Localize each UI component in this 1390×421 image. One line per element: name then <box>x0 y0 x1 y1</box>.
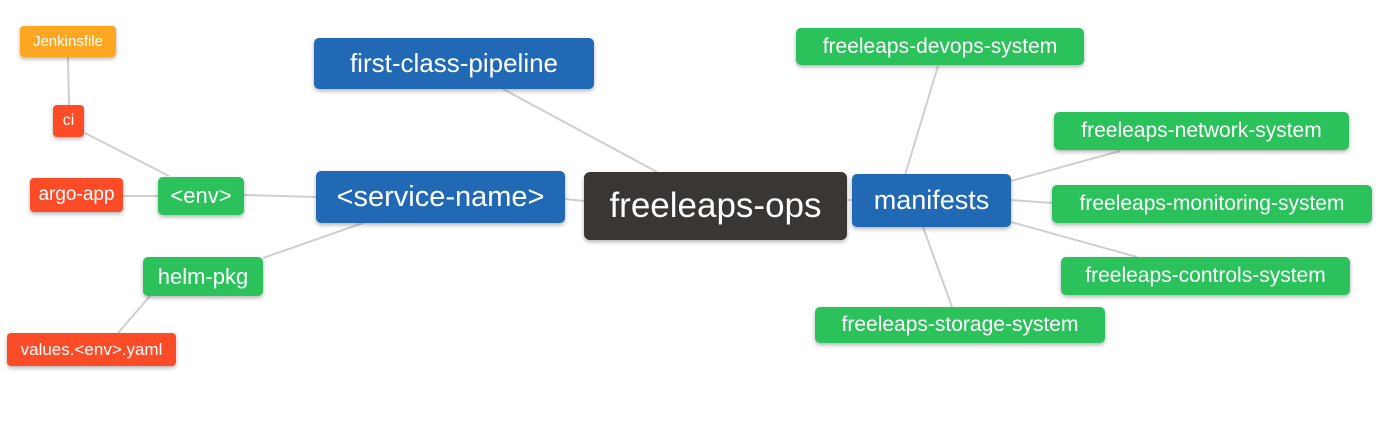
edge-env-service_name <box>243 194 317 198</box>
node-values-env-yaml-label: values.<env>.yaml <box>20 339 163 359</box>
node-helm-pkg-label: helm-pkg <box>157 263 249 289</box>
edge-helm_pkg-service_name <box>262 222 364 259</box>
node-first-class-pipeline-label: first-class-pipeline <box>349 48 559 78</box>
edge-jenkinsfile-ci <box>67 56 70 106</box>
edge-ci-env <box>84 132 170 177</box>
node-manifests-label: manifests <box>873 185 990 215</box>
node-jenkinsfile-label: Jenkinsfile <box>32 33 104 50</box>
node-ci-label: ci <box>62 112 75 129</box>
node-jenkinsfile[interactable]: Jenkinsfile <box>20 26 116 57</box>
node-freeleaps-network-system[interactable]: freeleaps-network-system <box>1054 112 1349 150</box>
node-ci[interactable]: ci <box>53 105 84 137</box>
node-argo-app-label: argo-app <box>38 184 115 205</box>
node-freeleaps-devops-system-label: freeleaps-devops-system <box>822 34 1058 58</box>
edge-manifests-devops_system <box>904 65 939 176</box>
node-manifests[interactable]: manifests <box>852 174 1011 227</box>
edge-values_env_yaml-helm_pkg <box>117 295 151 334</box>
node-freeleaps-ops-label: freeleaps-ops <box>609 186 822 225</box>
edge-manifests-network_system <box>1010 150 1121 182</box>
edge-manifests-controls_system <box>1010 221 1138 258</box>
node-service-name[interactable]: <service-name> <box>316 171 565 223</box>
node-freeleaps-devops-system[interactable]: freeleaps-devops-system <box>796 28 1084 65</box>
node-freeleaps-controls-system[interactable]: freeleaps-controls-system <box>1061 257 1350 295</box>
node-values-env-yaml[interactable]: values.<env>.yaml <box>7 333 176 366</box>
node-freeleaps-storage-system-label: freeleaps-storage-system <box>841 313 1079 336</box>
edge-manifests-monitoring_system <box>1010 199 1053 204</box>
edge-first_class_pipeline-freeleaps_ops <box>502 88 658 173</box>
node-env-label: <env> <box>170 183 232 208</box>
node-service-name-label: <service-name> <box>336 180 545 213</box>
node-env[interactable]: <env> <box>158 177 244 215</box>
node-freeleaps-storage-system[interactable]: freeleaps-storage-system <box>815 307 1105 343</box>
edge-manifests-storage_system <box>922 226 953 308</box>
node-freeleaps-network-system-label: freeleaps-network-system <box>1081 119 1322 142</box>
edge-service_name-freeleaps_ops <box>564 198 585 202</box>
node-argo-app[interactable]: argo-app <box>30 178 123 212</box>
node-first-class-pipeline[interactable]: first-class-pipeline <box>314 38 594 89</box>
node-freeleaps-ops-root[interactable]: freeleaps-ops <box>584 172 847 240</box>
node-freeleaps-monitoring-system-label: freeleaps-monitoring-system <box>1079 192 1345 215</box>
node-freeleaps-controls-system-label: freeleaps-controls-system <box>1085 264 1326 287</box>
node-helm-pkg[interactable]: helm-pkg <box>143 257 263 296</box>
node-freeleaps-monitoring-system[interactable]: freeleaps-monitoring-system <box>1052 185 1372 223</box>
